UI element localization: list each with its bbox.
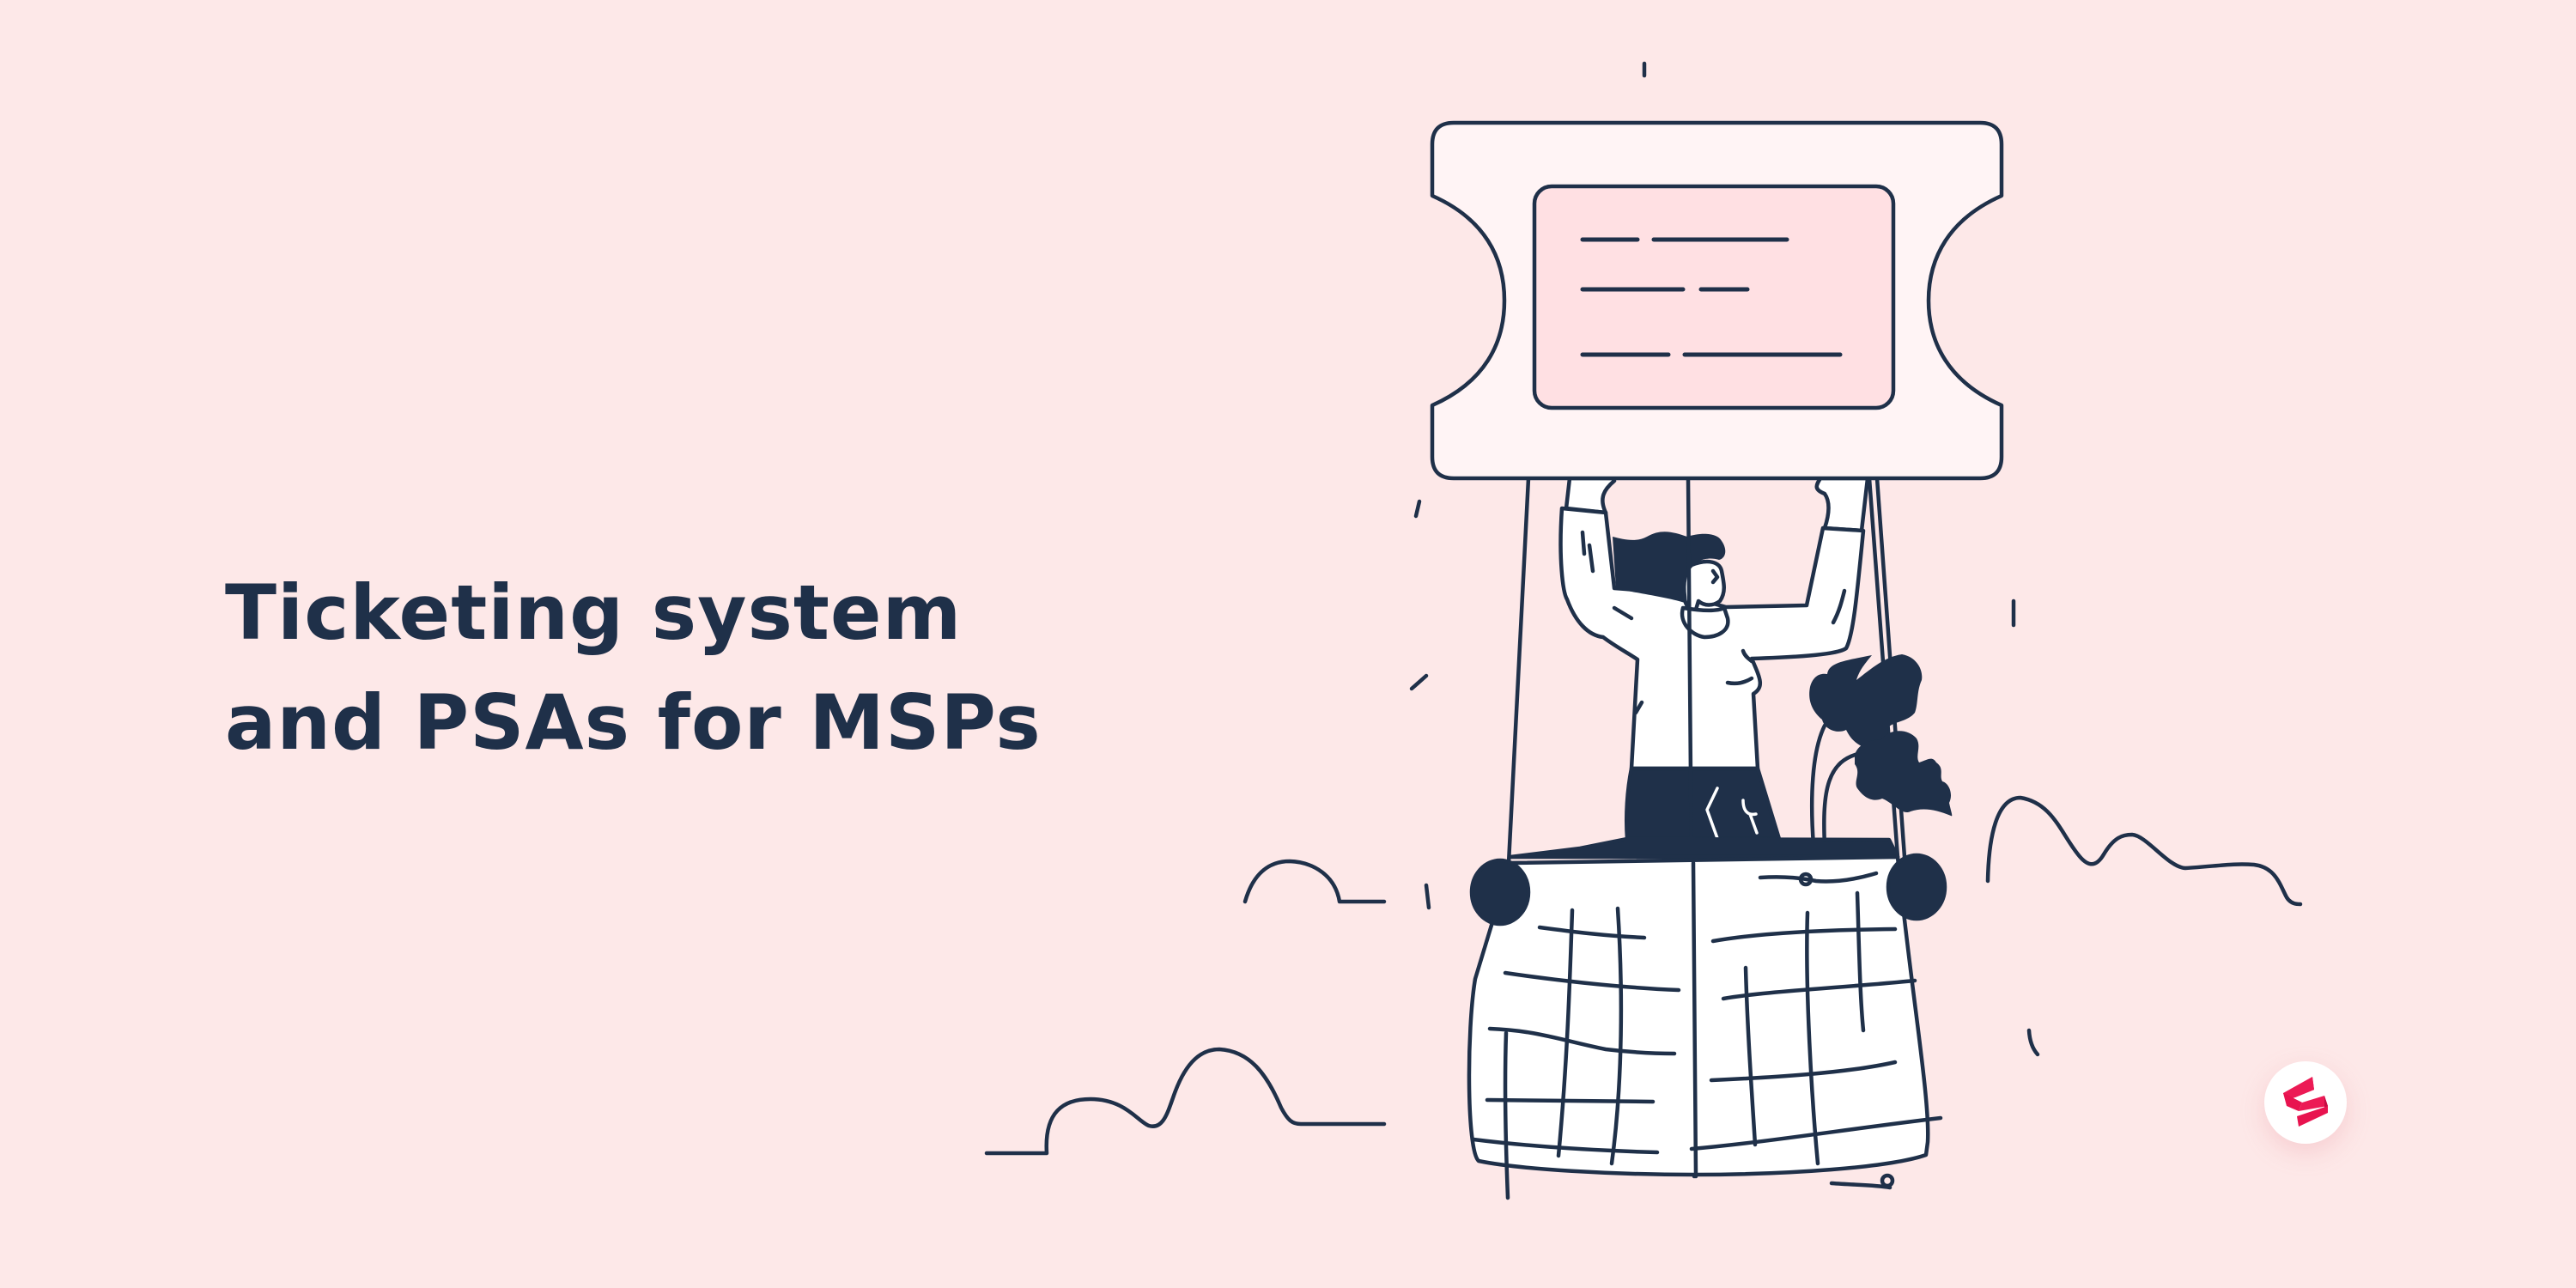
plant-leaf-lower (1855, 731, 1953, 817)
hero-title-line-2: and PSAs for MSPs (225, 678, 1042, 767)
sparkle-ticks (1409, 61, 2040, 1057)
hero-title-line-1: Ticketing system (225, 568, 963, 657)
ticket (1430, 120, 2004, 481)
person (1558, 476, 1870, 852)
basket-rim (1508, 836, 1900, 860)
ticket-text-lines (1580, 237, 1843, 357)
hero-title: Ticketing system and PSAs for MSPs (225, 558, 1042, 778)
large-cloud (984, 1047, 1387, 1156)
basket-knob-left (1469, 858, 1531, 927)
basket-knob-right (1886, 853, 1947, 921)
cloud-scribbles (984, 795, 2303, 1156)
plant-leaf-upper (1809, 654, 1923, 748)
plant (1809, 654, 1953, 848)
ticket-inner (1532, 184, 1896, 410)
brand-logo-button[interactable] (2264, 1061, 2347, 1144)
right-scribble (1985, 795, 2303, 907)
small-cloud (1242, 859, 1387, 904)
brand-s-logo-icon (2283, 1077, 2328, 1127)
balloon-basket (1467, 836, 1947, 1200)
